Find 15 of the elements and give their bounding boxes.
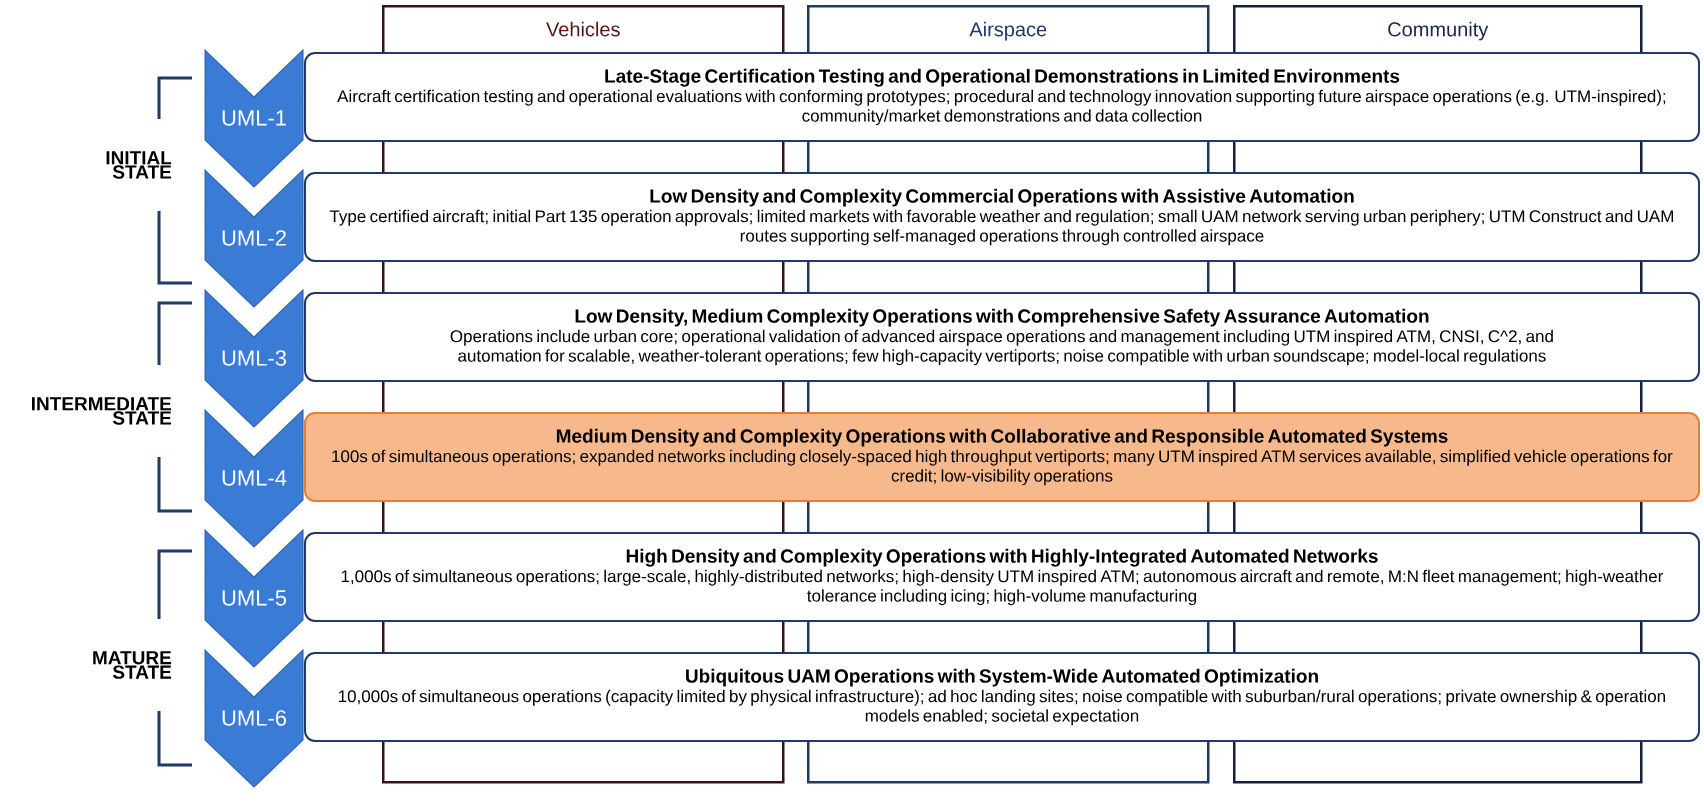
stage-label: MATURE STATE: [93, 651, 172, 679]
stage-label: INTERMEDIATE STATE: [32, 397, 172, 425]
stage-box: Late-Stage Certification Testing and Operational Demonstrations in Limited Environments Aircraft certification testing and operational evaluations with conforming prototypes; procedural and technology innovation supporting future airspace operations (e.g. UTM-inspired); community/market demonstrations and data collection: [304, 52, 1700, 142]
stage-box: High Density and Complexity Operations with Highly-Integrated Automated Networks 1,000s of simultaneous operations; large-scale, highly-distributed networks; high-density UTM inspired ATM; autonomous aircraft and remote, M:N fleet management; high-weather tolerance including icing; high-volume manufacturing: [304, 532, 1700, 622]
level-badge: UML-5: [204, 529, 304, 668]
stage-box: Ubiquitous UAM Operations with System-Wide Automated Optimization 10,000s of simultaneous operations (capacity limited by physical infrastructure); ad hoc landing sites; noise compatible with suburban/rural operations; private ownership & operation models enabled; societal expectation: [304, 652, 1700, 742]
level-badge: UML-2: [204, 169, 304, 308]
stage-box: Medium Density and Complexity Operations with Collaborative and Responsible Automated Systems 100s of simultaneous operations; expanded networks including closely-spaced high throughput vertiports; many UTM inspired ATM services available, simplified vehicle operations for credit; low-visibility operations: [304, 412, 1700, 502]
level-badge: UML-1: [204, 49, 304, 188]
stage-box: Low Density and Complexity Commercial Operations with Assistive Automation Type certified aircraft; initial Part 135 operation approvals; limited markets with favorable weather and regulation; small UAM network serving urban periphery; UTM Construct and UAM routes supporting self-managed operations through controlled airspace: [304, 172, 1700, 262]
stage-box: Low Density, Medium Complexity Operations with Comprehensive Safety Assurance Automation Operations include urban core; operational validation of advanced airspace operations and management including UTM inspired ATM, CNSI, C^2, and automation for scalable, weather-tolerant operations; few high-capacity vertiports; noise compatible with urban soundscape; model-local regulations: [304, 292, 1700, 382]
level-badge: UML-3: [204, 289, 304, 428]
level-badge: UML-4: [204, 409, 304, 548]
stage-label: INITIAL STATE: [106, 151, 172, 179]
level-badge: UML-6: [204, 649, 304, 788]
